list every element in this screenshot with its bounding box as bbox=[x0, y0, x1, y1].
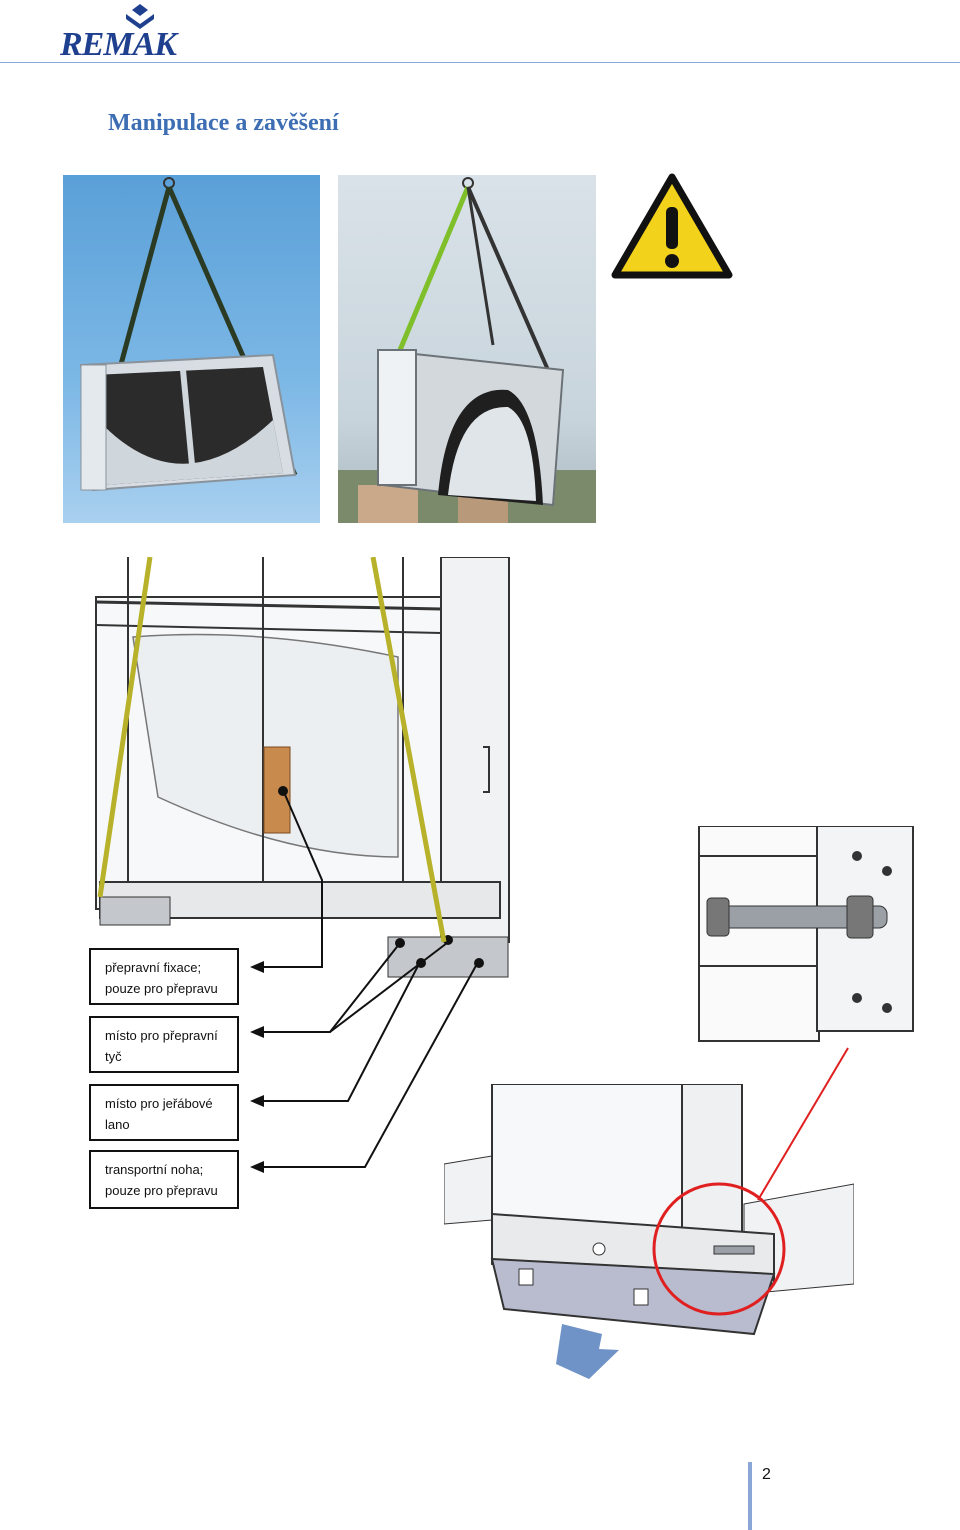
page-title: Manipulace a zavěšení bbox=[108, 110, 339, 136]
logo-text: REMAK bbox=[60, 26, 177, 63]
arrow-left-icon bbox=[250, 1161, 264, 1173]
remak-logo: REMAK bbox=[60, 2, 232, 63]
label-line: místo pro přepravní bbox=[105, 1028, 218, 1043]
label-line: přepravní fixace; bbox=[105, 960, 202, 975]
logo-chevrons bbox=[126, 4, 154, 29]
label-line: tyč bbox=[105, 1049, 122, 1064]
label-line: pouze pro přepravu bbox=[105, 981, 218, 996]
bolt-detail-drawing bbox=[697, 825, 915, 1046]
page-number-divider bbox=[748, 1462, 752, 1530]
label-line: místo pro jeřábové bbox=[105, 1096, 213, 1111]
arrow-left-icon bbox=[250, 1026, 264, 1038]
page-number: 2 bbox=[762, 1466, 771, 1483]
lifting-photo-1 bbox=[63, 175, 320, 523]
label-transport-foot: transportní noha; pouze pro přepravu bbox=[89, 1150, 239, 1209]
label-transport-fixation: přepravní fixace; pouze pro přepravu bbox=[89, 948, 239, 1005]
arrow-down-icon bbox=[556, 1324, 619, 1379]
label-transport-bar-point: místo pro přepravní tyč bbox=[89, 1016, 239, 1073]
label-crane-rope-point: místo pro jeřábové lano bbox=[89, 1084, 239, 1141]
transport-foot-drawing bbox=[443, 1083, 855, 1384]
warning-triangle-icon bbox=[611, 173, 733, 279]
label-line: lano bbox=[105, 1117, 130, 1132]
arrow-left-icon bbox=[250, 1095, 264, 1107]
header-divider bbox=[0, 62, 960, 63]
label-line: transportní noha; bbox=[105, 1162, 204, 1177]
unit-lifting-drawing bbox=[88, 556, 520, 982]
label-line: pouze pro přepravu bbox=[105, 1183, 218, 1198]
lifting-photo-2 bbox=[338, 175, 596, 523]
